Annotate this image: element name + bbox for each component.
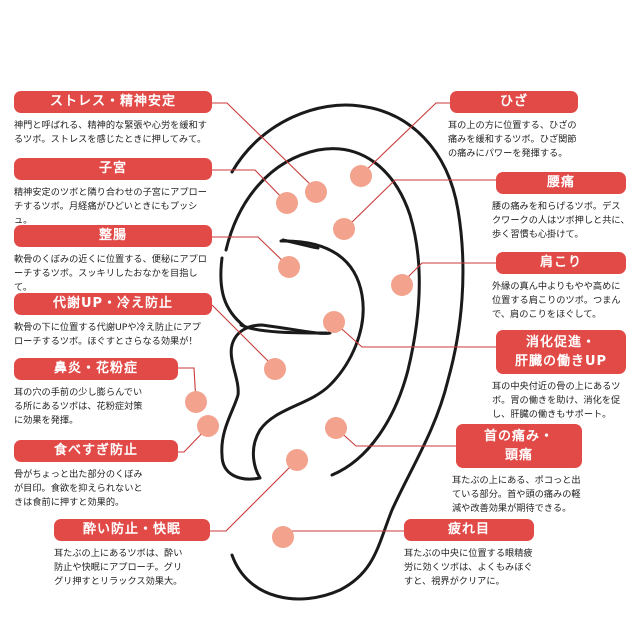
acupoints — [185, 165, 413, 548]
label-knee[interactable]: ひざ — [450, 91, 578, 113]
leader-digestion — [333, 321, 496, 348]
desc-metabolism: 軟骨の下に位置する代謝UPや冷え防止にアプ ローチするツボ。ほぐすとさらなる効果… — [14, 322, 201, 347]
leader-nose — [178, 367, 197, 403]
card-knee: ひざ 耳の上の方に位置する、ひざの 痛みを緩和するツボ。ひざ関節 の痛みにパワー… — [448, 91, 578, 161]
label-overeating[interactable]: 食べすぎ防止 — [14, 440, 178, 462]
label-motion[interactable]: 酔い防止・快眠 — [54, 519, 210, 541]
desc-motion: 耳たぶの上にあるツボは、酔い 防止や快眠にアプローチ。グリ グリ押すとリラックス… — [54, 548, 183, 587]
card-motion: 酔い防止・快眠 耳たぶの上にあるツボは、酔い 防止や快眠にアプローチ。グリ グリ… — [54, 519, 210, 589]
leader-eyes — [282, 530, 404, 538]
point-motion[interactable] — [286, 449, 308, 471]
card-shoulder: 肩こり 外縁の真ん中よりもやや高めに 位置する肩こりのツボ。つまん で、肩のこり… — [492, 252, 626, 322]
point-nose[interactable] — [185, 391, 207, 413]
ear-crus — [220, 239, 365, 481]
desc-knee: 耳の上の方に位置する、ひざの 痛みを緩和するツボ。ひざ関節 の痛みにパワーを発揮… — [448, 120, 577, 159]
point-stress[interactable] — [305, 181, 327, 203]
card-metabolism: 代謝UP・冷え防止 軟骨の下に位置する代謝UPや冷え防止にアプ ローチするツボ。… — [14, 293, 212, 349]
label-eyes[interactable]: 疲れ目 — [404, 519, 534, 541]
label-nose[interactable]: 鼻炎・花粉症 — [14, 358, 178, 380]
label-neck[interactable]: 首の痛み・ 頭痛 — [456, 424, 582, 468]
leader-metabolism — [211, 304, 272, 365]
leader-stress — [212, 102, 317, 191]
point-uterus[interactable] — [276, 192, 298, 214]
point-knee[interactable] — [350, 165, 372, 187]
ear-inner-fold — [219, 256, 246, 328]
label-digestion-line1: 消化促進・ — [525, 335, 596, 350]
card-uterus: 子宮 精神安定のツボと隣り合わせの子宮にアプロー チするツボ。月経痛がひどいとき… — [14, 158, 212, 228]
ear-outline — [219, 103, 465, 601]
label-neck-line2: 頭痛 — [504, 448, 533, 463]
label-uterus[interactable]: 子宮 — [14, 158, 212, 180]
point-lowback[interactable] — [333, 218, 355, 240]
point-eyes[interactable] — [272, 526, 294, 548]
leader-lowback — [345, 179, 496, 229]
leader-knee — [360, 102, 450, 176]
leader-shoulder — [401, 262, 496, 284]
ear-tragus-line — [281, 238, 320, 250]
desc-neck: 耳たぶの上にある、ポコっと出 ている部分。首や頭の痛みの軽 減や改善効果が期待で… — [452, 475, 581, 514]
leader-overeating — [178, 426, 209, 453]
point-neck[interactable] — [325, 417, 347, 439]
point-metabolism[interactable] — [264, 358, 286, 380]
card-digestion: 消化促進・ 肝臓の働きUP 耳の中央付近の骨の上にあるツ ボ。胃の働きを助け、消… — [492, 330, 626, 422]
card-nose: 鼻炎・花粉症 耳の穴の手前の少し膨らんでい る所にあるツボは、花粉症対策 に効果… — [14, 358, 178, 428]
leader-lines-right — [282, 102, 496, 538]
desc-lowback: 腰の痛みを和らげるツボ。デス クワークの人はツボ押しと共に、 歩く習慣も心掛けて… — [492, 201, 630, 240]
leader-lines-left — [178, 102, 317, 532]
card-intestine: 整腸 軟骨のくぼみの近くに位置する、便秘にアプロ ーチするツボ。スッキリしたおな… — [14, 225, 212, 295]
desc-nose: 耳の穴の手前の少し膨らんでい る所にあるツボは、花粉症対策 に効果を発揮。 — [14, 387, 143, 426]
label-digestion[interactable]: 消化促進・ 肝臓の働きUP — [496, 330, 626, 374]
label-metabolism[interactable]: 代謝UP・冷え防止 — [14, 293, 212, 315]
card-overeating: 食べすぎ防止 骨がちょっと出た部分のくぼみ が目印。食欲を抑えられないと きは食… — [14, 440, 178, 510]
leader-uterus — [212, 169, 288, 204]
ear-concha-rim — [239, 323, 328, 335]
desc-intestine: 軟骨のくぼみの近くに位置する、便秘にアプロ ーチするツボ。スッキリしたおなかを目… — [14, 254, 207, 293]
ear-antihelix — [224, 147, 421, 477]
label-shoulder[interactable]: 肩こり — [496, 252, 626, 274]
point-intestine[interactable] — [278, 256, 300, 278]
desc-stress: 神門と呼ばれる、精神的な緊張や心労を緩和す るツボ。ストレスを感じたときに押して… — [14, 120, 207, 145]
label-intestine[interactable]: 整腸 — [14, 225, 212, 247]
leader-intestine — [212, 236, 290, 268]
desc-shoulder: 外縁の真ん中よりもやや高めに 位置する肩こりのツボ。つまん で、肩のこりをほぐし… — [492, 281, 621, 320]
desc-overeating: 骨がちょっと出た部分のくぼみ が目印。食欲を抑えられないと きは食前に押すと効果… — [14, 469, 143, 508]
label-digestion-line2: 肝臓の働きUP — [514, 354, 608, 369]
point-digestion[interactable] — [323, 311, 345, 333]
label-lowback[interactable]: 腰痛 — [496, 172, 626, 194]
card-stress: ストレス・精神安定 神門と呼ばれる、精神的な緊張や心労を緩和す るツボ。ストレス… — [14, 91, 212, 147]
leader-neck — [335, 427, 456, 447]
desc-eyes: 耳たぶの中央に位置する眼精疲 労に効くツボは、よくもみほぐ すと、視界がクリアに… — [404, 548, 533, 587]
desc-uterus: 精神安定のツボと隣り合わせの子宮にアプロー チするツボ。月経痛がひどいときにもプ… — [14, 187, 207, 226]
label-neck-line1: 首の痛み・ — [483, 429, 554, 444]
label-stress[interactable]: ストレス・精神安定 — [14, 91, 212, 113]
leader-motion — [210, 459, 298, 532]
card-neck: 首の痛み・ 頭痛 耳たぶの上にある、ポコっと出 ている部分。首や頭の痛みの軽 減… — [452, 424, 582, 516]
card-eyes: 疲れ目 耳たぶの中央に位置する眼精疲 労に効くツボは、よくもみほぐ すと、視界が… — [404, 519, 534, 589]
ear-helix-outer — [230, 103, 465, 601]
card-lowback: 腰痛 腰の痛みを和らげるツボ。デス クワークの人はツボ押しと共に、 歩く習慣も心… — [492, 172, 630, 242]
desc-digestion: 耳の中央付近の骨の上にあるツ ボ。胃の働きを助け、消化を促 し、肝臓の働きもサポ… — [492, 381, 621, 420]
point-shoulder[interactable] — [391, 274, 413, 296]
point-overeating[interactable] — [197, 415, 219, 437]
